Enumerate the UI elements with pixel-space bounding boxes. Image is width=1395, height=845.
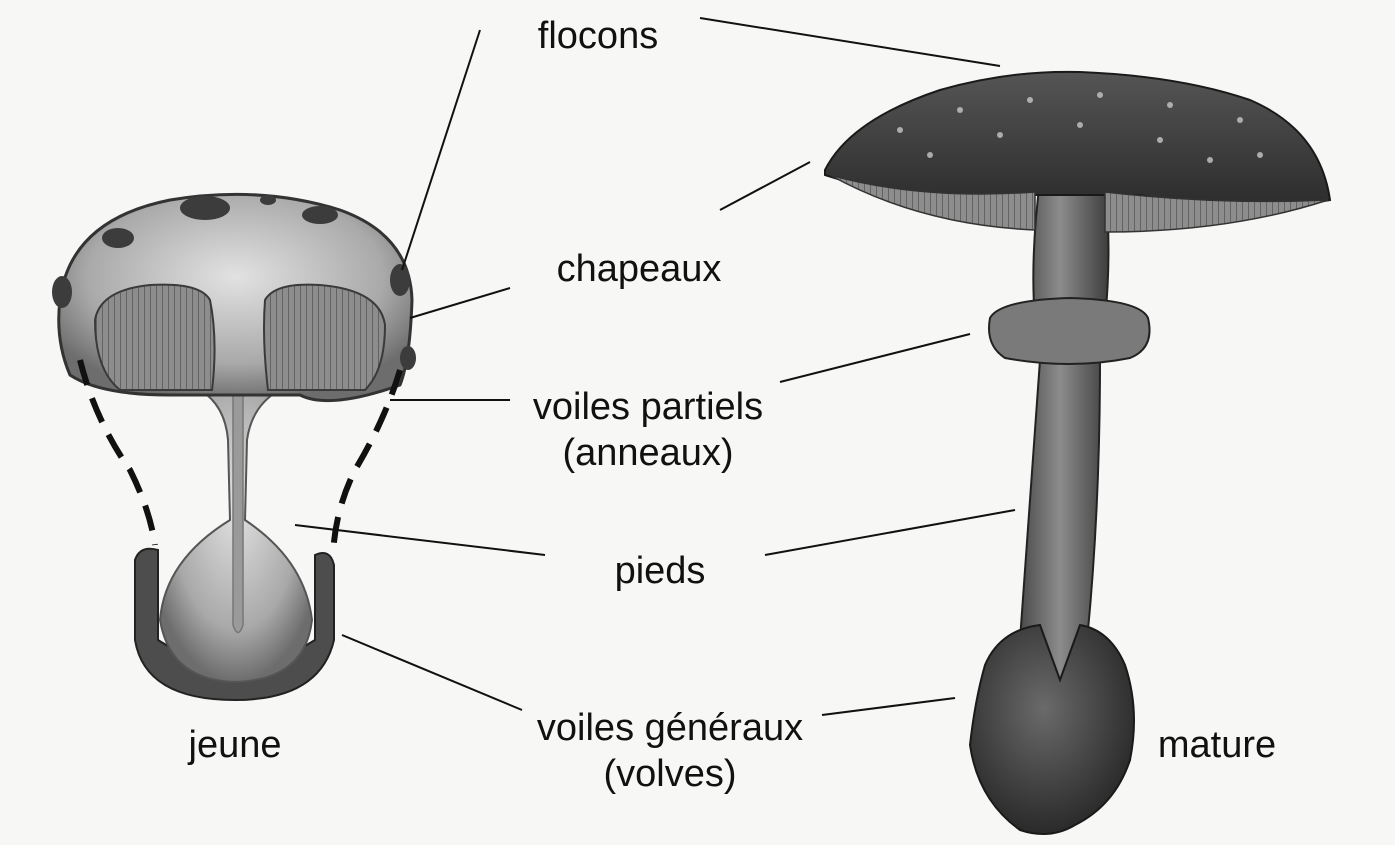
label-voiles-partiels: voiles partiels (anneaux) (533, 384, 763, 476)
leader-chapeaux-young (410, 288, 510, 318)
mature-volva (970, 625, 1134, 834)
label-voiles-partiels-line1: voiles partiels (533, 384, 763, 430)
mature-ring (989, 298, 1150, 364)
label-mature-text: mature (1158, 722, 1276, 768)
leader-pieds-mature (765, 510, 1015, 555)
mature-stem (1020, 180, 1109, 700)
label-mature: mature (1158, 722, 1276, 768)
young-gills-left (95, 285, 215, 390)
young-gills-right (264, 285, 385, 390)
young-mushroom (52, 194, 416, 700)
label-voiles-generaux-line2: (volves) (537, 751, 803, 797)
label-flocons-text: flocons (538, 13, 658, 59)
label-chapeaux: chapeaux (557, 246, 722, 292)
label-voiles-generaux: voiles généraux (volves) (537, 705, 803, 797)
label-voiles-generaux-line1: voiles généraux (537, 705, 803, 751)
label-chapeaux-text: chapeaux (557, 246, 722, 292)
leader-flocons-young (402, 30, 480, 270)
leader-flocons-mature (700, 18, 1000, 66)
label-flocons: flocons (538, 13, 658, 59)
mature-cap (825, 72, 1330, 207)
leader-voiles-generaux-mature (822, 698, 955, 715)
label-pieds-text: pieds (615, 548, 706, 594)
label-jeune: jeune (189, 722, 282, 768)
leader-chapeaux-mature (720, 162, 810, 210)
label-voiles-partiels-line2: (anneaux) (533, 430, 763, 476)
label-pieds: pieds (615, 548, 706, 594)
mature-mushroom (825, 72, 1330, 834)
leader-voiles-partiels-mature (780, 334, 970, 382)
leader-voiles-generaux-young (342, 635, 522, 710)
label-jeune-text: jeune (189, 722, 282, 768)
